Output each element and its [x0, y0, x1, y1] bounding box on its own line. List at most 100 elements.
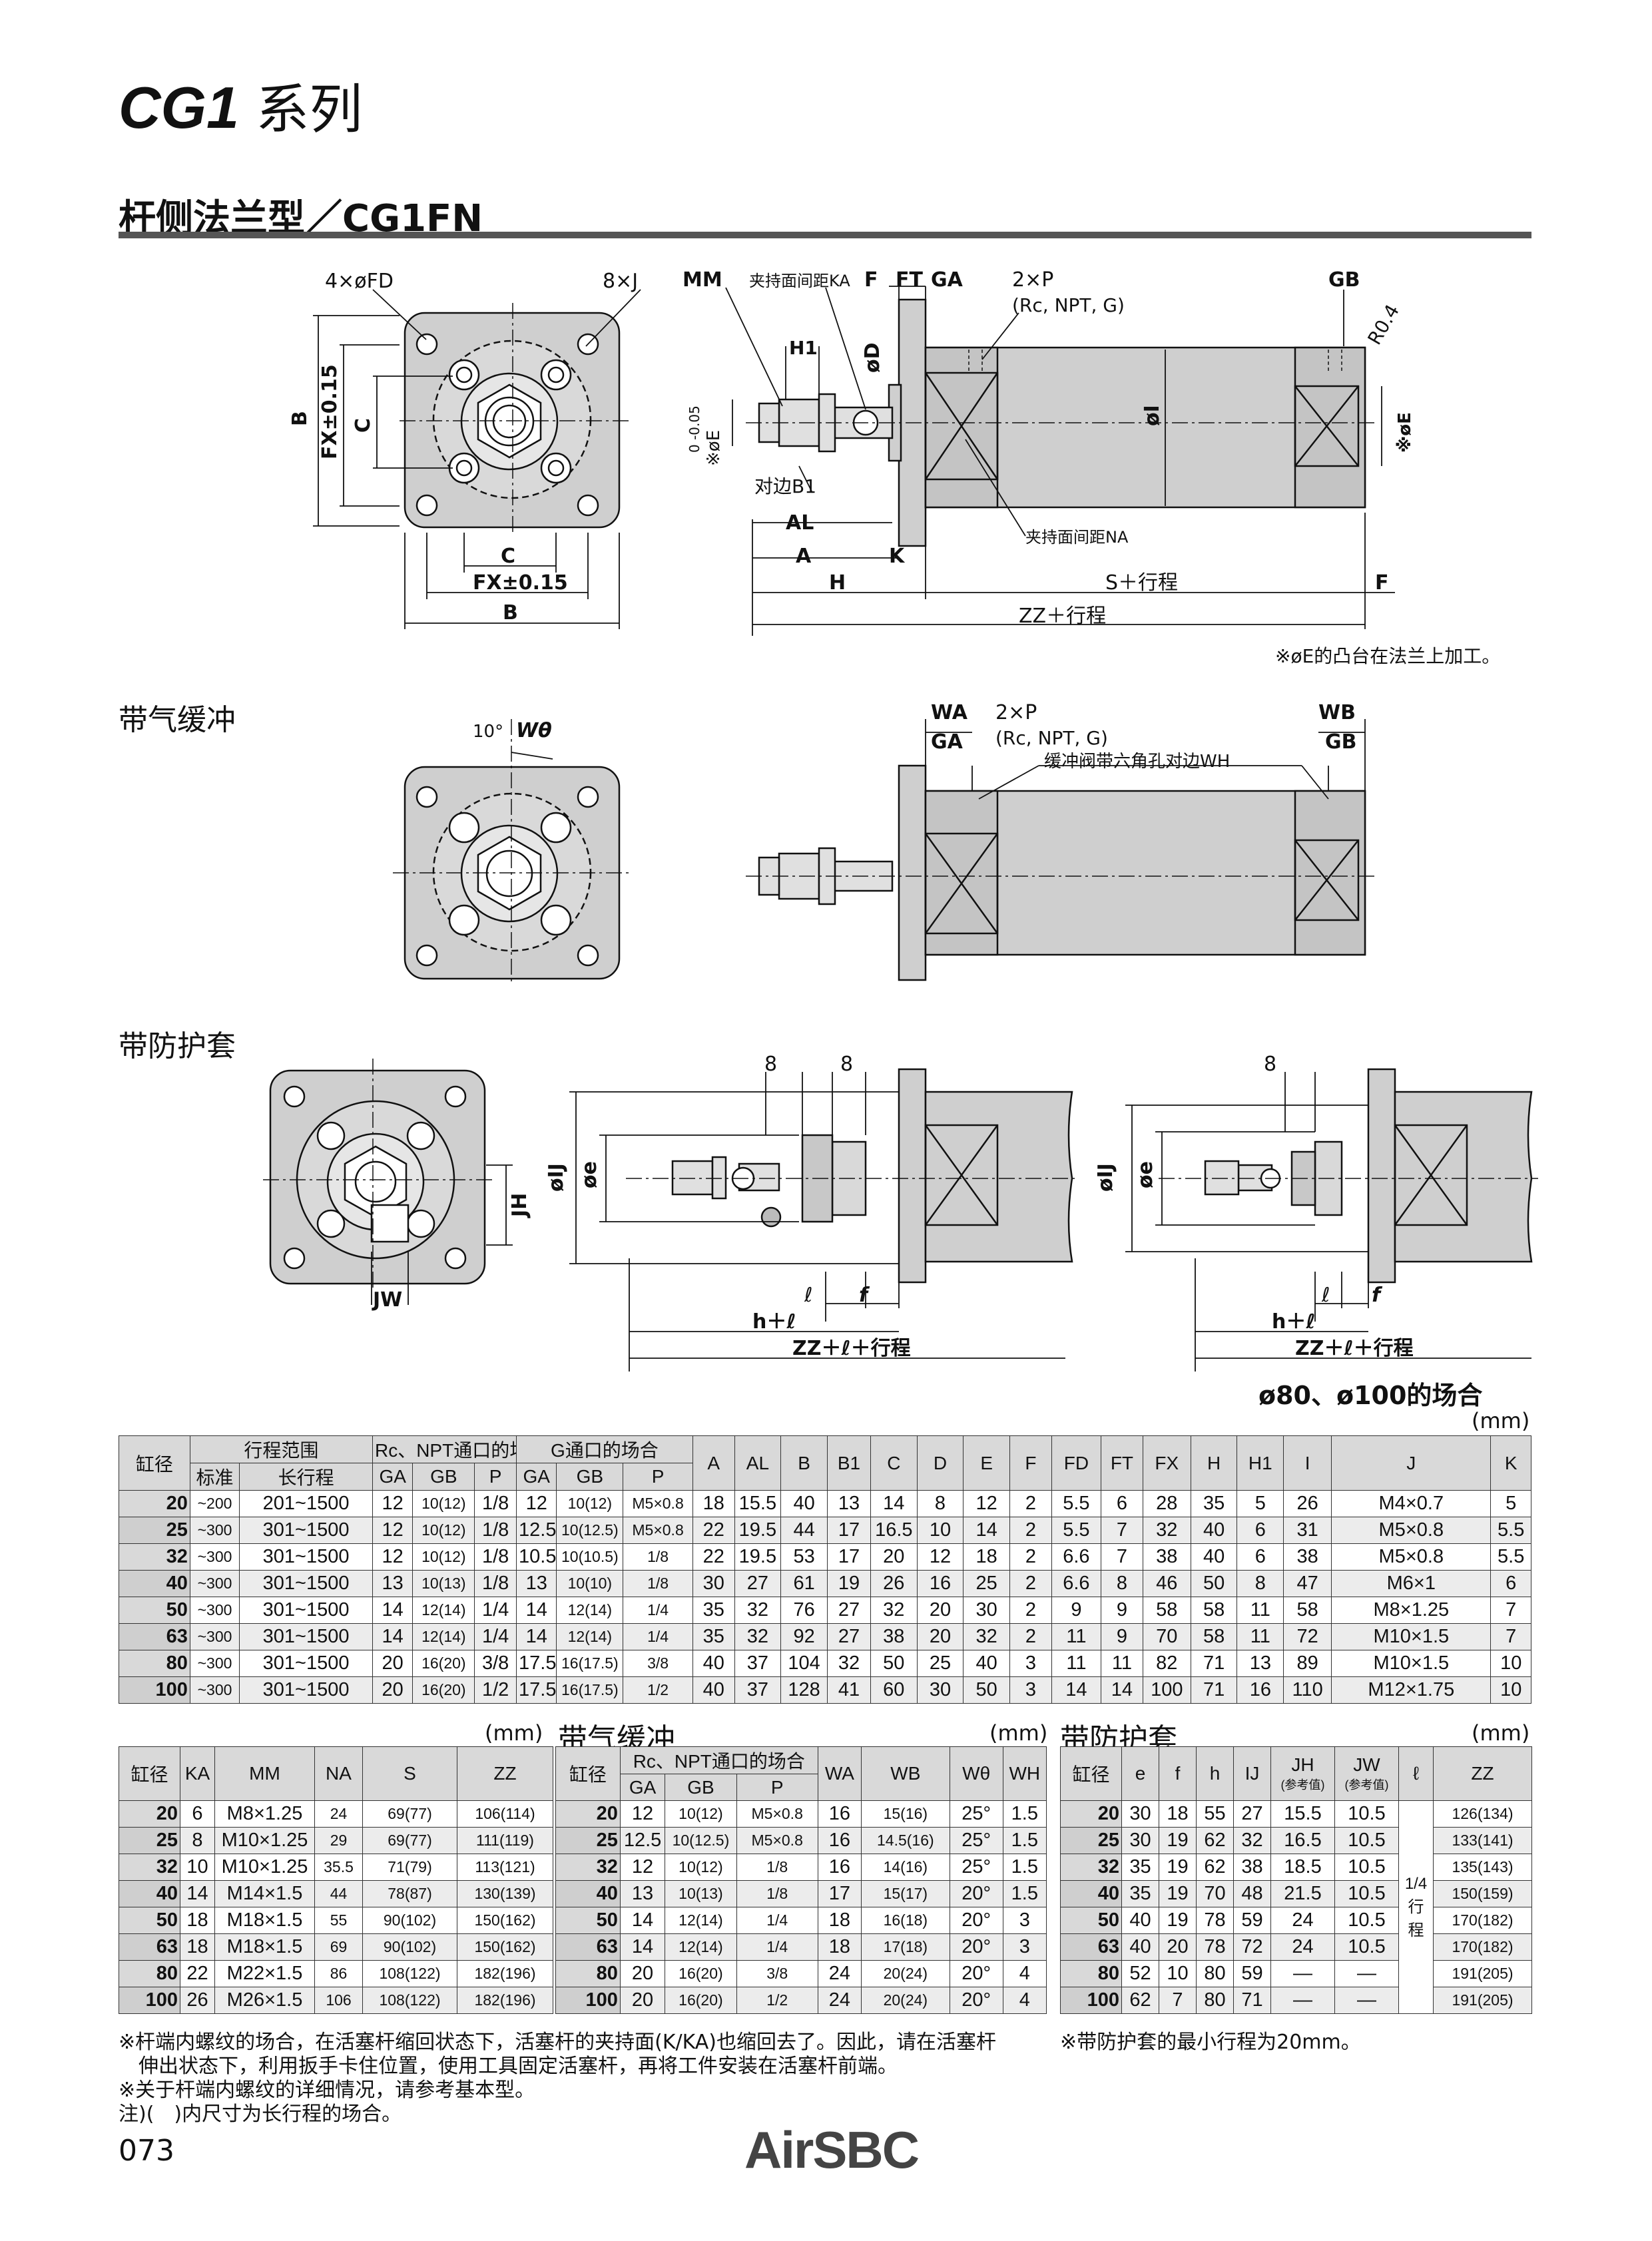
- label-ij-2: øIJ: [1094, 1163, 1117, 1192]
- table-cell: 32: [1142, 1517, 1191, 1544]
- table-cell: 1/8: [474, 1570, 517, 1597]
- table-cell: 32: [734, 1597, 782, 1624]
- table-cell: M8×1.25: [214, 1800, 315, 1828]
- table-cell: 10(13): [665, 1880, 737, 1907]
- table-cell: 48: [1233, 1880, 1271, 1907]
- table-cell: 19: [1159, 1854, 1197, 1881]
- table-cell: 1/2: [623, 1676, 693, 1704]
- table-cell: 30: [963, 1597, 1011, 1624]
- th-e: E: [963, 1435, 1011, 1491]
- th-mm: MM: [214, 1746, 315, 1801]
- th-k: K: [1490, 1435, 1531, 1491]
- table-cell: 1/8: [474, 1490, 517, 1517]
- th-boot-jh: JH(参考值): [1270, 1746, 1335, 1801]
- table-cell: 11: [1051, 1650, 1102, 1677]
- label-ka: 夹持面间距KA: [749, 272, 850, 290]
- th-g-port: G通口的场合: [516, 1435, 693, 1463]
- th-g-p: P: [623, 1463, 693, 1491]
- table-cell: 14: [372, 1623, 413, 1650]
- th-cush-p: P: [736, 1774, 818, 1801]
- label-f-boot: f: [859, 1284, 870, 1307]
- table-cell: 24: [817, 1960, 862, 1987]
- table-cell: 10(12.5): [665, 1827, 737, 1854]
- th-long: 长行程: [239, 1463, 373, 1491]
- case-80-100-label: ø80、ø100的场合: [1258, 1381, 1483, 1410]
- label-gb: GB: [1328, 268, 1360, 292]
- th-j: J: [1331, 1435, 1492, 1491]
- label-l: ℓ: [804, 1284, 812, 1307]
- table-cell: 5.5: [1490, 1517, 1531, 1544]
- table-cell: 1.5: [1002, 1880, 1047, 1907]
- table-cell: 70: [1196, 1880, 1234, 1907]
- table-cell: 25: [1060, 1827, 1122, 1854]
- table-cell: 4: [1002, 1987, 1047, 2014]
- table-cell: M12×1.75: [1331, 1676, 1492, 1704]
- table-cell: 1.5: [1002, 1827, 1047, 1854]
- table-cell: 38: [870, 1623, 918, 1650]
- label-fx: FX±0.15: [473, 571, 568, 595]
- table-cell: 18: [1159, 1800, 1197, 1828]
- table-cell: 100: [555, 1987, 621, 2014]
- table-cell: 12: [372, 1517, 413, 1544]
- table-cell: 20: [119, 1800, 180, 1828]
- table-cell: 1/4: [623, 1623, 693, 1650]
- table-cell: 2: [1009, 1490, 1052, 1517]
- label-j: 8×J: [603, 270, 638, 293]
- table-cell: 5: [1490, 1490, 1531, 1517]
- table-cell: 24: [314, 1800, 363, 1828]
- table-cell: 32: [826, 1650, 871, 1677]
- table-cell: 20: [619, 1960, 666, 1987]
- label-b-vertical: B: [288, 411, 312, 426]
- table-cell: —: [1334, 1960, 1399, 1987]
- th-wtheta: Wθ: [949, 1746, 1003, 1801]
- table-cell: 14: [963, 1517, 1011, 1544]
- table-cell: 12(14): [556, 1623, 624, 1650]
- table-cell: 191(205): [1433, 1960, 1532, 1987]
- th-stroke-range: 行程范围: [189, 1435, 373, 1463]
- table-cell: 12.5: [516, 1517, 557, 1544]
- table-cell: 7: [1101, 1517, 1143, 1544]
- table-cell: 32: [119, 1854, 180, 1881]
- table-cell: 16: [817, 1827, 862, 1854]
- table-cell: 71: [1233, 1987, 1271, 2014]
- label-r04: R0.4: [1363, 301, 1404, 349]
- note-3: 注)( )内尺寸为长行程的场合。: [119, 2103, 402, 2126]
- table-cell: 13: [826, 1490, 871, 1517]
- table-cell: 6: [1237, 1517, 1284, 1544]
- table-cell: M18×1.5: [214, 1933, 315, 1961]
- table-cell: 2: [1009, 1517, 1052, 1544]
- table-cell: 40: [1190, 1517, 1238, 1544]
- table-cell: 113(121): [457, 1854, 553, 1881]
- table-cell: 20°: [949, 1960, 1003, 1987]
- table-cell: 71: [1190, 1676, 1238, 1704]
- table-cell: 32: [1060, 1854, 1122, 1881]
- table-cell: 2: [1009, 1623, 1052, 1650]
- th-wb: WB: [861, 1746, 950, 1801]
- table-cell: 182(196): [457, 1987, 553, 2014]
- th-fx: FX: [1142, 1435, 1191, 1491]
- table-cell: M22×1.5: [214, 1960, 315, 1987]
- table-cell: 41: [826, 1676, 871, 1704]
- table-cell: 28: [1142, 1490, 1191, 1517]
- table-cell: 3/8: [736, 1960, 818, 1987]
- table-cell: 11: [1237, 1623, 1284, 1650]
- table-cell: 7: [1490, 1597, 1531, 1624]
- table-cell: 10(13): [412, 1570, 475, 1597]
- table-cell: 30: [692, 1570, 735, 1597]
- label-8b: 8: [840, 1053, 853, 1076]
- table-cell: 10: [1490, 1650, 1531, 1677]
- label-d: øD: [861, 342, 884, 373]
- table-cell: 5.5: [1490, 1543, 1531, 1571]
- th-g-gb: GB: [556, 1463, 624, 1491]
- table-cell: 50: [1060, 1907, 1122, 1934]
- table-cell: 12(14): [412, 1597, 475, 1624]
- label-a: A: [796, 545, 812, 568]
- label-f-2: f: [1372, 1284, 1383, 1307]
- page-number: 073: [119, 2134, 174, 2168]
- table-cell: 1/8: [474, 1543, 517, 1571]
- table-cell: 62: [1196, 1827, 1234, 1854]
